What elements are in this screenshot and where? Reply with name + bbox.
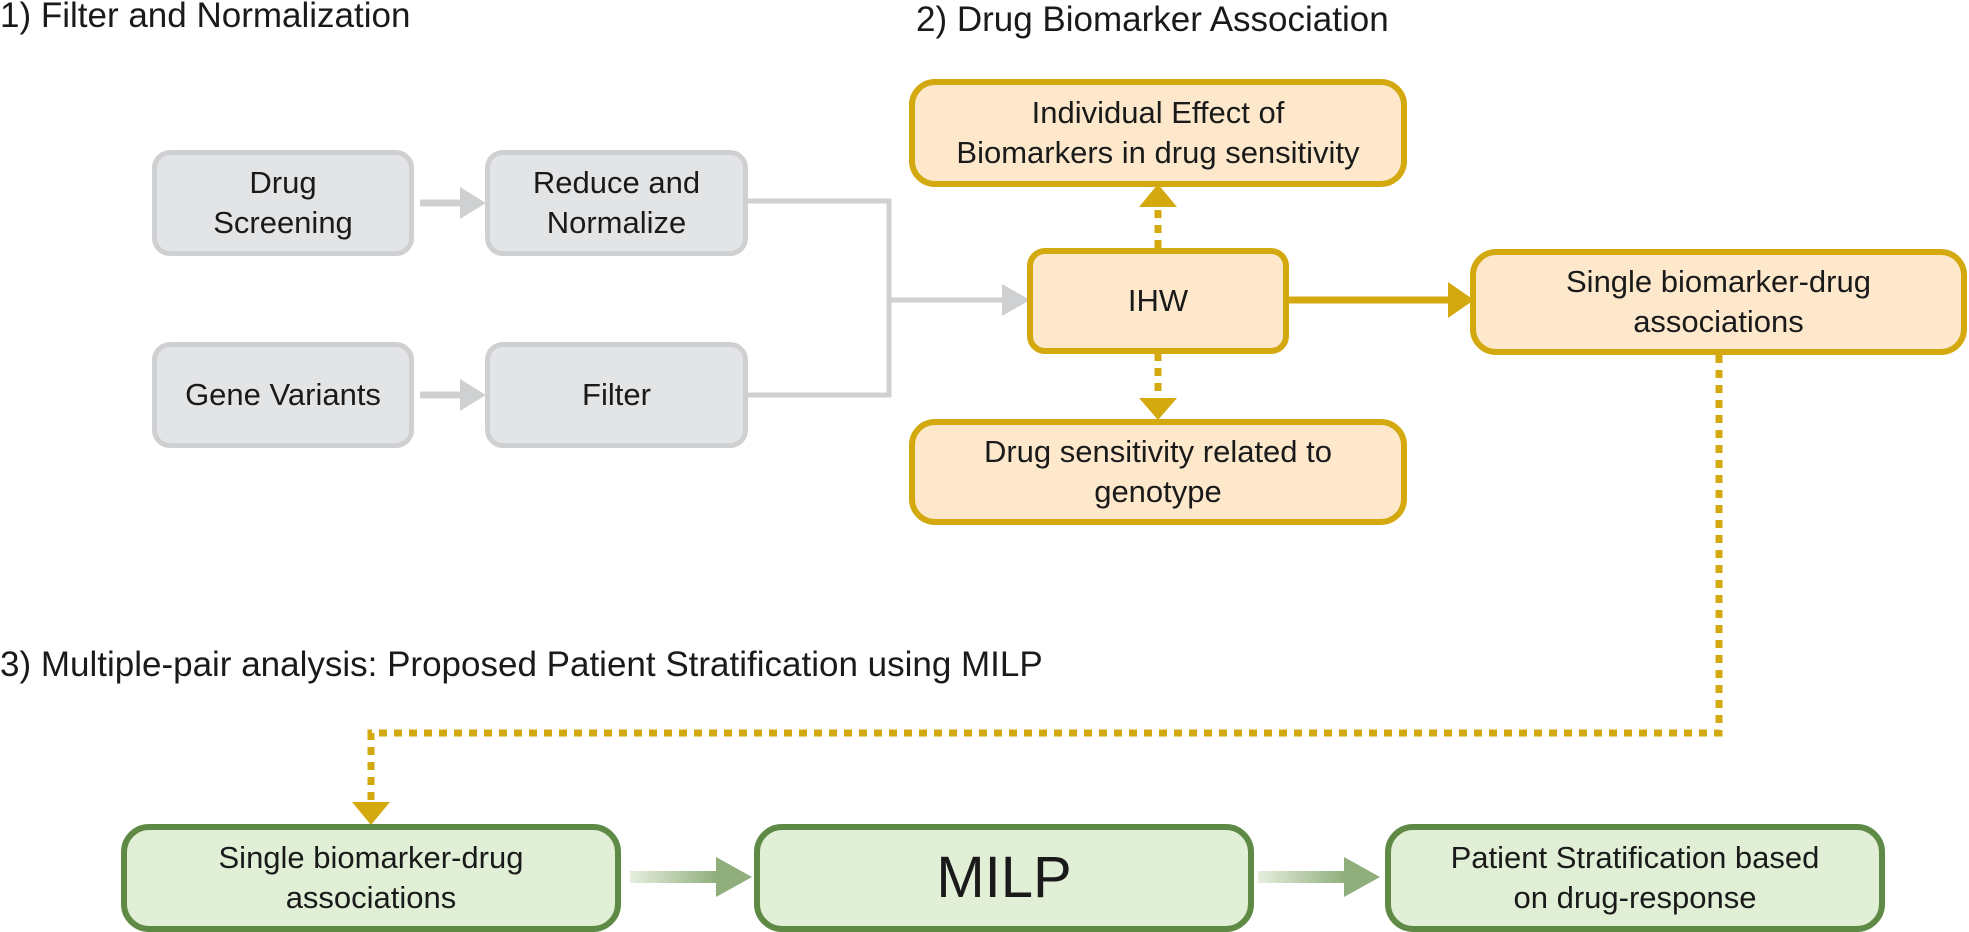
- ihw-node: IHW: [1027, 248, 1289, 354]
- gene-variants-label: Gene Variants: [185, 376, 381, 412]
- single-biomarker-drug-associations-milp-input-node: Single biomarker-drug associations: [121, 824, 621, 932]
- single-assoc-bottom-line-1: Single biomarker-drug: [218, 839, 524, 875]
- drug-sensitivity-genotype-node: Drug sensitivity related to genotype: [909, 419, 1407, 525]
- section-title-multiple-pair-analysis: 3) Multiple-pair analysis: Proposed Pati…: [0, 645, 1043, 684]
- patient-stratification-line-1: Patient Stratification based: [1450, 839, 1820, 875]
- reduce-normalize-line-1: Reduce and: [532, 164, 701, 200]
- ihw-label: IHW: [1127, 282, 1189, 318]
- individual-effect-line-1: Individual Effect of: [1031, 94, 1285, 130]
- section-title-drug-biomarker-association: 2) Drug Biomarker Association: [916, 0, 1389, 39]
- milp-label: MILP: [936, 845, 1072, 911]
- individual-effect-node: Individual Effect of Biomarkers in drug s…: [909, 79, 1407, 187]
- drug-screening-line-2: Screening: [213, 205, 353, 240]
- section-title-filter-normalization: 1) Filter and Normalization: [0, 0, 411, 35]
- filter-node: Filter: [485, 342, 748, 448]
- filter-label: Filter: [582, 376, 651, 412]
- drug-sensitivity-line-1: Drug sensitivity related to: [983, 433, 1333, 469]
- reduce-normalize-line-2: Normalize: [546, 205, 687, 240]
- single-assoc-top-line-1: Single biomarker-drug: [1566, 263, 1871, 299]
- single-assoc-bottom-line-2: associations: [285, 880, 457, 915]
- drug-sensitivity-line-2: genotype: [1094, 474, 1222, 509]
- patient-stratification-line-2: on drug-response: [1513, 880, 1757, 915]
- milp-node: MILP: [754, 824, 1254, 932]
- patient-stratification-node: Patient Stratification based on drug-resp…: [1385, 824, 1885, 932]
- individual-effect-line-2: Biomarkers in drug sensitivity: [956, 135, 1360, 170]
- single-biomarker-drug-associations-node: Single biomarker-drug associations: [1470, 249, 1967, 355]
- gene-variants-node: Gene Variants: [152, 342, 414, 448]
- drug-screening-line-1: Drug: [249, 164, 317, 200]
- single-assoc-top-line-2: associations: [1633, 304, 1804, 339]
